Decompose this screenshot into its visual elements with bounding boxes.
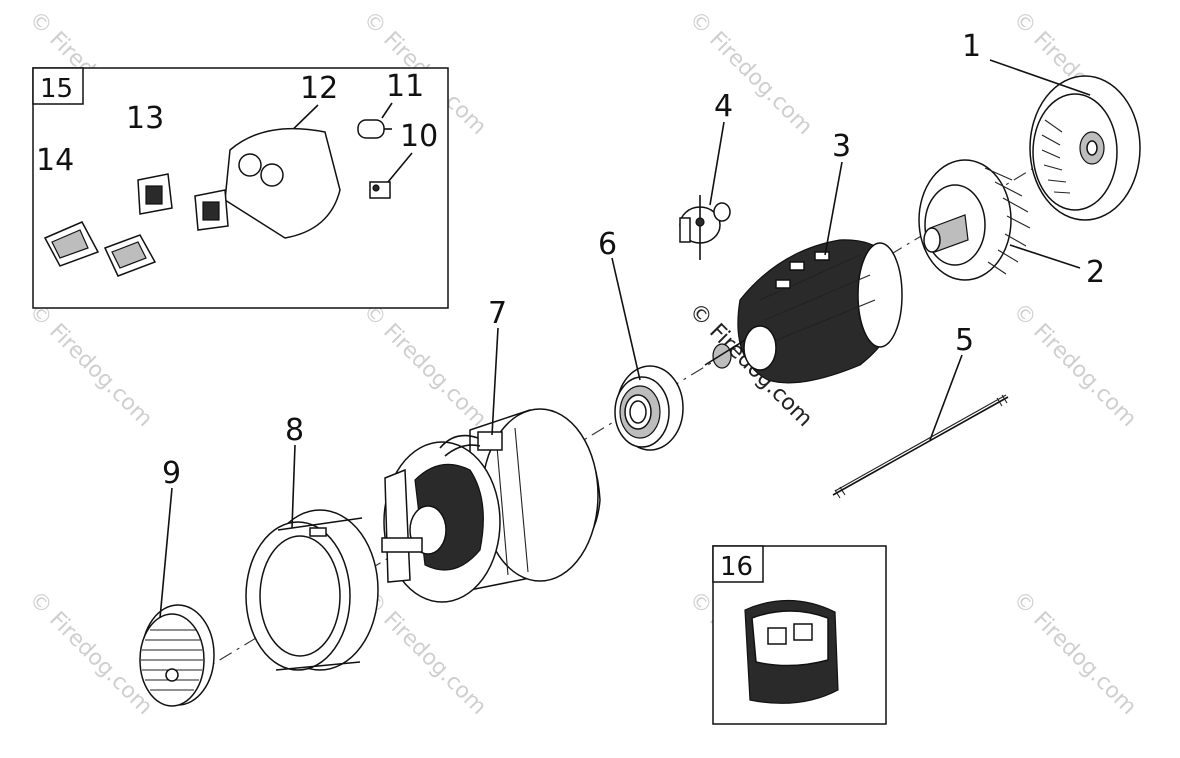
part-4-brush-holder <box>679 195 731 260</box>
callout-numbers: 1 2 3 4 5 6 7 8 9 <box>162 29 1105 491</box>
callout-11: 11 <box>386 69 424 104</box>
watermark: © Firedog.com <box>684 7 817 140</box>
callout-13: 13 <box>126 101 164 136</box>
callout-7: 7 <box>488 296 507 331</box>
part-9-rear-grille <box>139 604 215 707</box>
part-5-through-bolt <box>832 394 1009 499</box>
watermark: © Firedog.com <box>1008 299 1141 432</box>
kit-box-label: 15 <box>40 74 73 104</box>
part-6-bearing <box>614 365 684 451</box>
watermark: © Firedog.com <box>358 299 491 432</box>
callout-1: 1 <box>962 29 981 64</box>
part-14-outlet-covers <box>43 221 157 277</box>
inset-box-label: 16 <box>720 552 753 582</box>
part-2-fan <box>918 159 1031 281</box>
callout-6: 6 <box>598 227 617 262</box>
watermark: © Firedog.com <box>24 299 157 432</box>
callout-14: 14 <box>36 143 74 178</box>
part-8-shroud-ring <box>245 509 379 671</box>
callout-2: 2 <box>1086 255 1105 290</box>
callout-9: 9 <box>162 456 181 491</box>
callout-4: 4 <box>714 89 733 124</box>
part-13-outlets <box>137 173 229 231</box>
callout-10: 10 <box>400 119 438 154</box>
callout-8: 8 <box>285 413 304 448</box>
watermark: © Firedog.com <box>1008 587 1141 720</box>
part-7-stator-housing <box>381 408 601 603</box>
part-16-shroud <box>744 599 839 704</box>
inset-box: 16 <box>712 545 887 725</box>
callout-12: 12 <box>300 71 338 106</box>
watermark: © Firedog.com <box>358 587 491 720</box>
part-1-end-cover <box>1029 75 1141 221</box>
part-11-capacitor <box>357 119 392 139</box>
callout-5: 5 <box>955 323 974 358</box>
watermark: © Firedog.com <box>24 587 157 720</box>
callout-3: 3 <box>832 129 851 164</box>
kit-box: 15 10 11 12 13 14 <box>32 67 449 309</box>
leader-lines <box>159 59 1091 619</box>
part-3-rotor <box>704 239 903 384</box>
part-10-breaker <box>369 181 391 199</box>
